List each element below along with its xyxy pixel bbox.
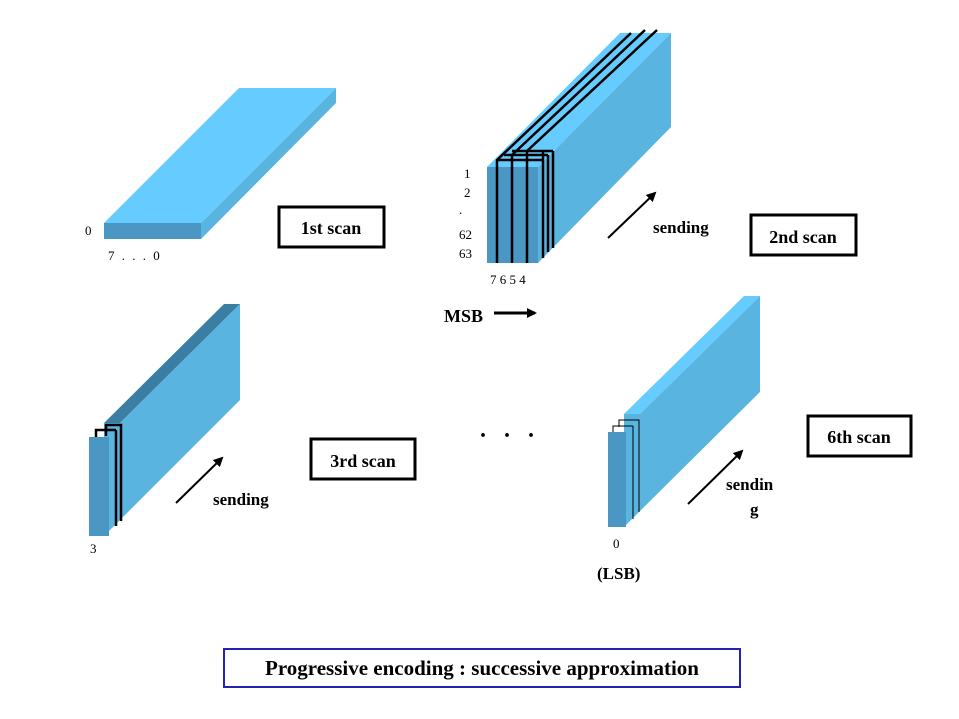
scan6-block [608,296,760,527]
scan2-row-2: 2 [464,185,471,200]
scan6-lsb: (LSB) [597,564,640,583]
scan2-sending: sending [653,218,709,237]
scan6-label: 6th scan [827,427,891,447]
scan3-sending-arrow [175,456,224,504]
ellipsis: . . . [480,417,540,443]
scan6-sending-line1: sendin [726,475,774,494]
scan1-bit-range: 7 . . . 0 [108,248,162,263]
scan1-label: 1st scan [301,218,362,238]
scan2-row-dots: . [459,202,462,217]
scan6-sending-arrow [687,449,744,505]
scan3-label-box: 3rd scan [309,437,417,481]
scan3-sending: sending [213,490,269,509]
scan1-label-box: 1st scan [277,205,386,249]
scan3-label: 3rd scan [330,451,396,471]
scan6-bit: 0 [613,536,620,551]
scan2-row-63: 63 [459,246,472,261]
scan6-sending-line2: g [750,500,759,519]
msb-label: MSB [444,306,483,326]
caption-box: Progressive encoding : successive approx… [223,648,741,688]
caption-text: Progressive encoding : successive approx… [265,655,699,680]
scan2-bits: 7 6 5 4 [490,272,526,287]
scan3-bit: 3 [90,541,97,556]
scan1-row-label: 0 [85,223,92,238]
scan2-row-62: 62 [459,227,472,242]
scan2-label: 2nd scan [769,227,837,247]
scan2-row-labels: 1 2 . 62 63 [459,166,472,261]
scan2-sending-arrow [607,191,657,239]
scan1-block [104,88,336,239]
scan2-label-box: 2nd scan [749,213,858,257]
scan6-label-box: 6th scan [806,414,913,458]
scan2-block [487,29,671,263]
scan3-block [89,304,240,536]
scan2-row-1: 1 [464,166,471,181]
